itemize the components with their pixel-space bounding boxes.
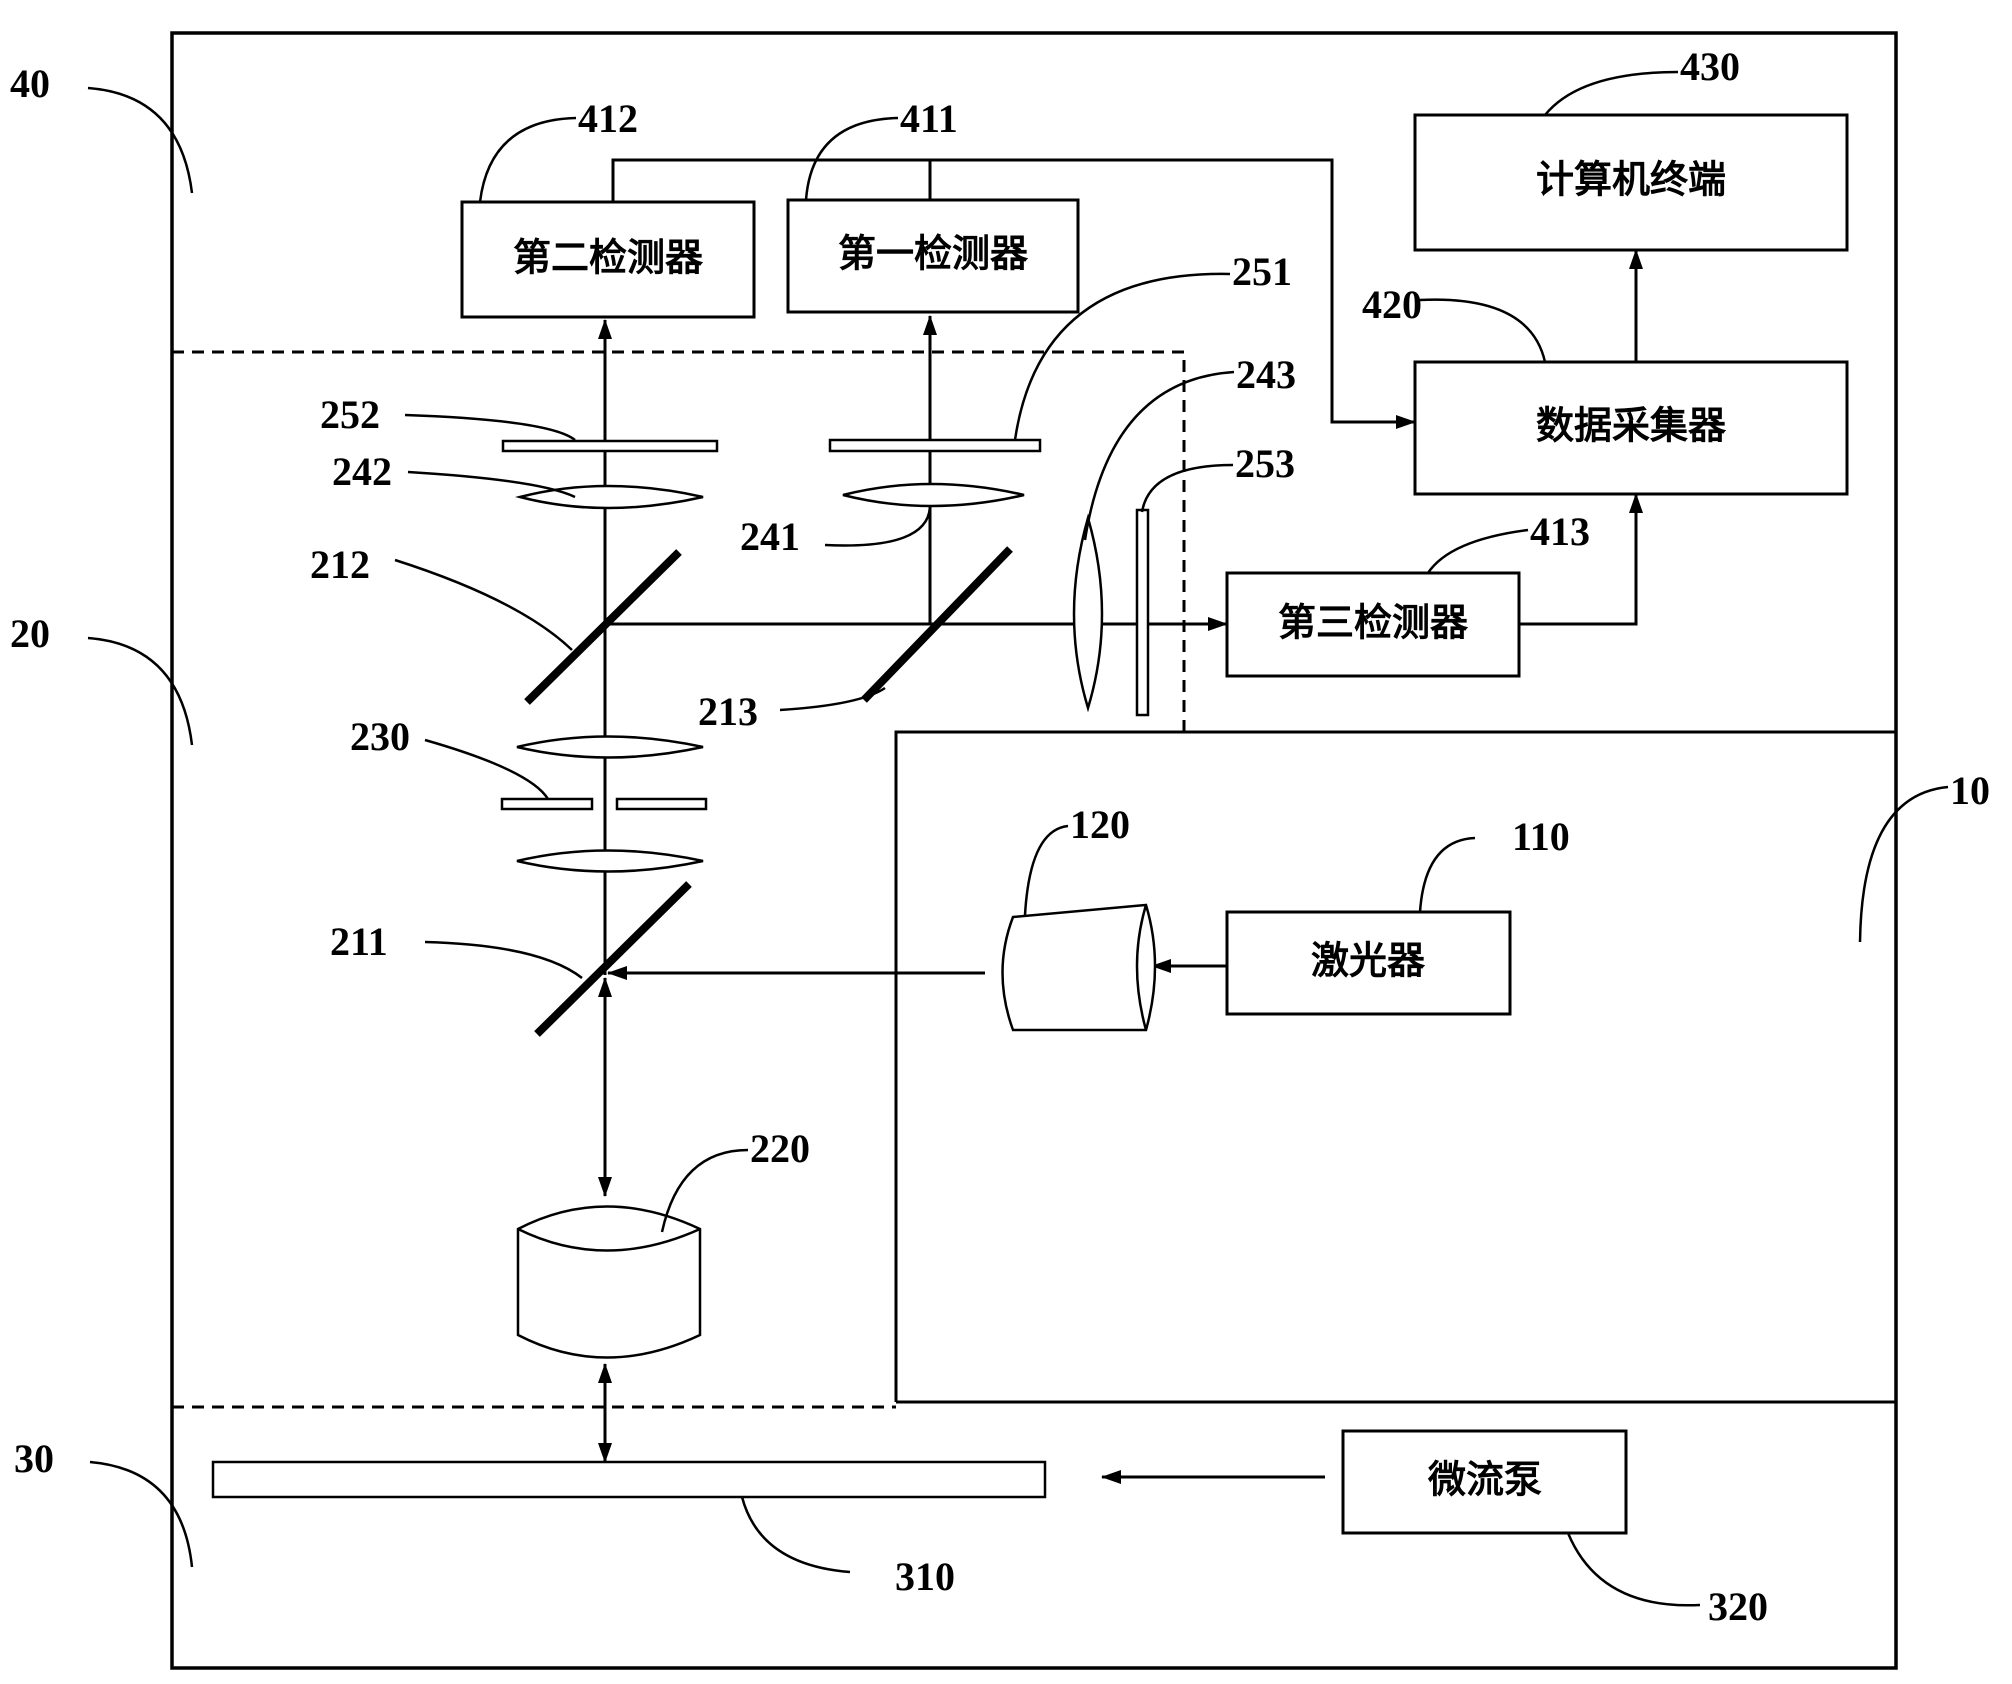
boxes: 第二检测器 第一检测器 计算机终端 数据采集器 第三检测器 激光器 微流泵 — [460, 113, 1849, 1535]
collector-box — [1413, 360, 1849, 496]
detector-bus — [611, 158, 1416, 429]
region-20-dashed-border — [172, 350, 1186, 732]
ref-212: 212 — [310, 542, 370, 587]
leader-243 — [1083, 370, 1235, 541]
ref-320: 320 — [1708, 1584, 1768, 1629]
region-label-10: 10 — [1950, 768, 1990, 813]
ref-251: 251 — [1232, 249, 1292, 294]
laser-label: 激光器 — [1311, 939, 1426, 983]
ref-253: 253 — [1235, 441, 1295, 486]
lens-241 — [842, 482, 1025, 508]
lens-242 — [515, 484, 704, 510]
leader-411 — [804, 116, 899, 201]
collimator-120 — [1001, 903, 1157, 1032]
ref-310: 310 — [895, 1554, 955, 1599]
collector-label: 数据采集器 — [1536, 404, 1727, 448]
leader-220 — [660, 1148, 749, 1233]
lens-243 — [1072, 513, 1104, 713]
leader-412 — [478, 116, 577, 203]
detector1-label: 第一检测器 — [838, 232, 1029, 276]
detector3-label: 第三检测器 — [1278, 601, 1469, 645]
detector2-label: 第二检测器 — [513, 236, 704, 280]
pinhole-230-left — [500, 797, 594, 811]
leader-230 — [424, 738, 550, 800]
outer-frame — [170, 31, 1898, 1670]
ref-420: 420 — [1362, 282, 1422, 327]
leader-211 — [424, 940, 583, 979]
ref-211: 211 — [330, 919, 388, 964]
computer-label: 计算机终端 — [1536, 158, 1726, 202]
reference-labels: 412 411 430 251 420 243 252 242 253 241 … — [310, 44, 1768, 1629]
leader-320 — [1566, 1532, 1701, 1607]
region-10-frame — [894, 730, 1896, 1404]
detector3-box — [1225, 571, 1521, 678]
leader-413 — [1426, 528, 1529, 574]
ref-412: 412 — [578, 96, 638, 141]
region-label-30: 30 — [14, 1436, 54, 1481]
computer-box — [1413, 113, 1849, 252]
filter-253 — [1135, 508, 1150, 717]
ref-120: 120 — [1070, 802, 1130, 847]
leader-241 — [824, 504, 932, 547]
lens-upper-230 — [516, 735, 704, 759]
filter-252 — [501, 439, 719, 453]
leader-430 — [1544, 70, 1679, 116]
detector3-to-collector — [1519, 493, 1643, 626]
ref-411: 411 — [900, 96, 958, 141]
ref-230: 230 — [350, 714, 410, 759]
microchannel-310 — [211, 1460, 1047, 1499]
region-labels: 40 20 30 10 — [10, 61, 1990, 1568]
region-40-leader — [87, 86, 194, 194]
ref-213: 213 — [698, 689, 758, 734]
ref-220: 220 — [750, 1126, 810, 1171]
mirror-212 — [524, 549, 682, 705]
objective-220-face — [517, 1227, 701, 1252]
ref-241: 241 — [740, 514, 800, 559]
ref-430: 430 — [1680, 44, 1740, 89]
ref-252: 252 — [320, 392, 380, 437]
region-label-40: 40 — [10, 61, 50, 106]
leader-251 — [1013, 272, 1231, 441]
objective-220 — [516, 1205, 702, 1359]
leader-212 — [394, 558, 573, 651]
leader-310 — [740, 1496, 851, 1574]
detector1-box — [786, 198, 1080, 314]
collimator-front-face — [1135, 904, 1148, 1031]
region-20-leader — [87, 636, 194, 746]
leader-252 — [404, 413, 576, 442]
mirror-213 — [861, 546, 1013, 703]
pinhole-230-right — [615, 797, 708, 811]
region-30-leader — [89, 1460, 194, 1568]
optical-components — [211, 438, 1157, 1499]
leader-120 — [1023, 824, 1069, 916]
laser-box — [1225, 910, 1512, 1016]
ref-110: 110 — [1512, 814, 1570, 859]
leader-213 — [779, 686, 886, 712]
mirror-211 — [534, 881, 692, 1037]
leader-420 — [1419, 298, 1547, 363]
pump-label: 微流泵 — [1427, 1458, 1542, 1502]
pump-box — [1341, 1429, 1628, 1535]
leader-242 — [407, 470, 576, 499]
region-label-20: 20 — [10, 611, 50, 656]
leader-253 — [1140, 463, 1234, 513]
ref-413: 413 — [1530, 509, 1590, 554]
frames — [170, 31, 1898, 1670]
detector2-box — [460, 200, 756, 319]
leader-110 — [1418, 836, 1476, 913]
ref-242: 242 — [332, 449, 392, 494]
filter-251 — [828, 438, 1042, 453]
lens-lower-230 — [516, 849, 704, 873]
ref-243: 243 — [1236, 352, 1296, 397]
region-10-leader — [1858, 785, 1949, 943]
